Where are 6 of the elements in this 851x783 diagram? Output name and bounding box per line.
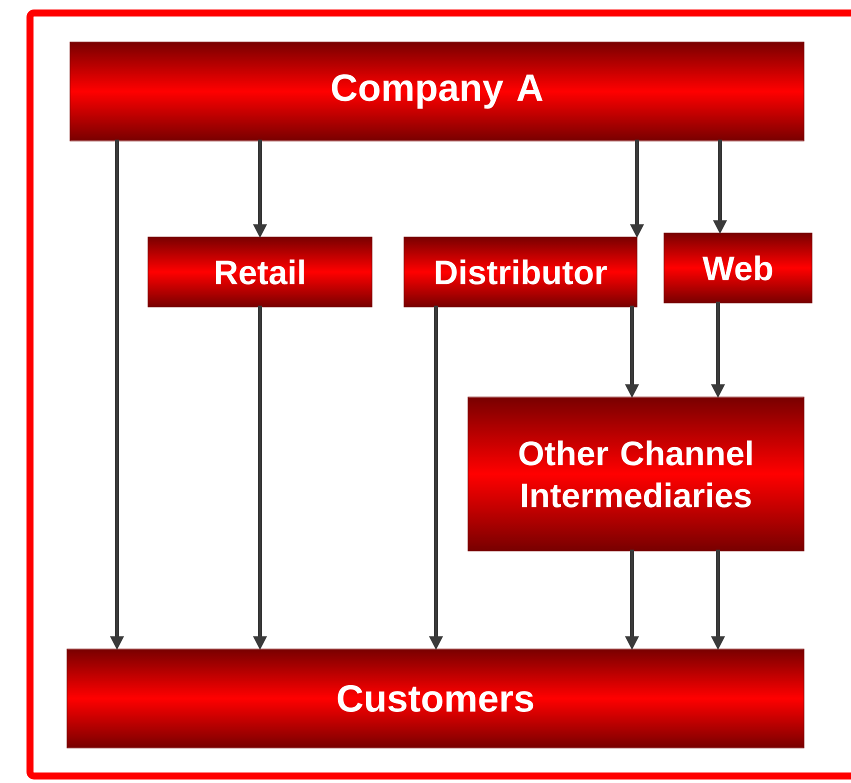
channel-box: Distributor — [404, 236, 638, 308]
channel-box: Company A — [70, 42, 804, 142]
channel-box: Retail — [148, 236, 372, 308]
channel-box: Customers — [66, 648, 804, 748]
channel-box: Web — [664, 232, 812, 304]
channel-box: Other Channel Intermediaries — [468, 396, 804, 552]
